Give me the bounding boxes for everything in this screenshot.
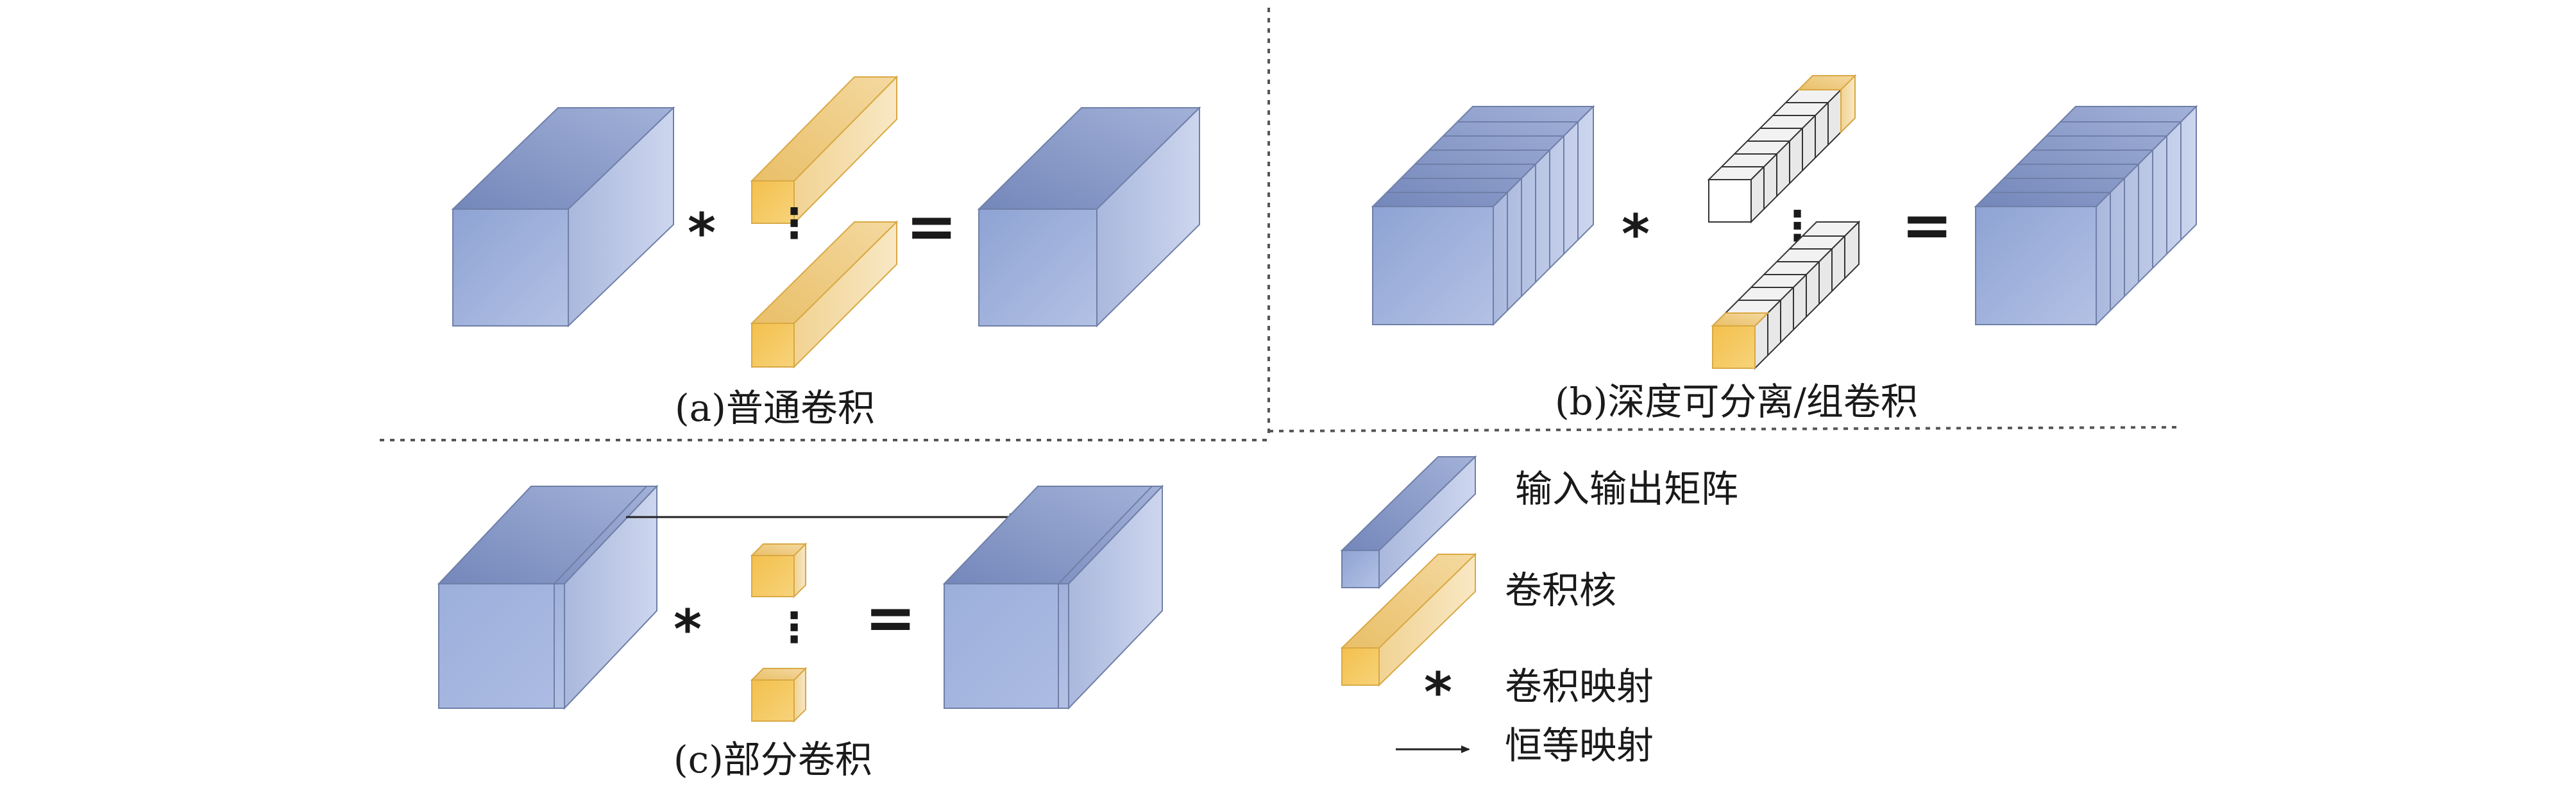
vdots: ⋮ — [774, 200, 815, 248]
legend-label: 卷积核 — [1505, 568, 1616, 612]
kernel-bar-segmented — [1711, 220, 1861, 370]
yellow-bar-icon — [1340, 552, 1477, 687]
caption-a: (a)普通卷积 — [675, 386, 875, 430]
legend-item-identity-map: 恒等映射 — [1396, 724, 1654, 767]
kernel-bar-segmented — [1707, 74, 1857, 224]
output-tensor-partial — [942, 484, 1164, 710]
kernel-cube — [750, 667, 808, 723]
horizontal-divider-right — [1268, 426, 2178, 432]
kernel-cube — [750, 542, 808, 599]
caption-b: (b)深度可分离/组卷积 — [1555, 380, 1918, 423]
equals-symbol: = — [1901, 189, 1953, 261]
kernel-bar — [750, 75, 899, 225]
legend-item-tensor: 输入输出矩阵 — [1340, 455, 1738, 590]
blue-cuboid-icon — [1340, 455, 1477, 590]
equals-symbol: = — [865, 582, 916, 654]
vdots: ⋮ — [774, 604, 815, 652]
input-tensor-stacked — [1371, 105, 1595, 327]
equals-symbol: = — [906, 191, 957, 262]
legend: 输入输出矩阵 卷积核 * 卷积映射 恒等映射 — [1340, 455, 1738, 767]
asterisk-icon: * — [1424, 661, 1452, 724]
input-tensor — [451, 106, 675, 328]
legend-item-kernel: 卷积核 — [1340, 552, 1616, 687]
conv-op-symbol: * — [688, 201, 716, 264]
legend-label: 恒等映射 — [1505, 724, 1654, 767]
output-tensor-stacked — [1974, 105, 2198, 327]
legend-label: 卷积映射 — [1505, 665, 1654, 708]
legend-item-conv-map: * 卷积映射 — [1424, 661, 1654, 724]
conv-op-symbol: * — [1622, 203, 1650, 266]
caption-c: (c)部分卷积 — [674, 738, 872, 781]
input-tensor-partial — [437, 484, 659, 710]
panel-a: * ⋮ = (a)普通卷积 — [451, 75, 1201, 430]
conv-op-symbol: * — [674, 598, 702, 661]
output-tensor — [977, 106, 1201, 328]
legend-label: 输入输出矩阵 — [1515, 467, 1738, 511]
panel-c: * ⋮ = (c)部分卷积 — [437, 484, 1164, 781]
panel-b: * ⋮ — [1371, 74, 2198, 423]
kernel-bar — [750, 220, 899, 369]
